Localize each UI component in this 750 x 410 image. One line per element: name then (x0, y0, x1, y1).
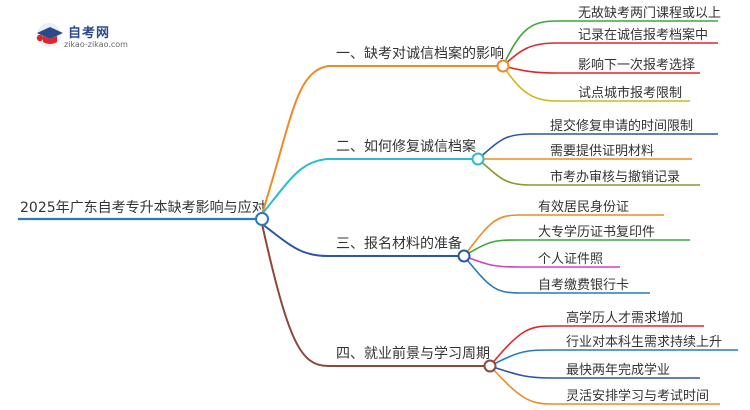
logo-name: 自考网 (68, 26, 111, 41)
branch-4-node (483, 359, 497, 373)
branch-1: 一、缺考对诚信档案的影响 无故缺考两门课程或以上 记录在诚信报考档案中 影响下一… (261, 6, 721, 215)
leaf-4-1-connector (489, 325, 704, 367)
leaf-4-1-label: 高学历人才需求增加 (566, 310, 683, 326)
branch-4-label: 四、就业前景与学习周期 (336, 345, 490, 362)
branch-3: 三、报名材料的准备 有效居民身份证 大专学历证书复印件 个人证件照 自考缴费银行… (261, 199, 690, 294)
branch-2-node (471, 152, 485, 166)
leaf-1-4-connector (502, 65, 690, 102)
branch-2-connector (261, 158, 472, 215)
leaf-1-1-connector (502, 20, 718, 67)
leaf-1-2-label: 记录在诚信报考档案中 (578, 28, 708, 43)
leaf-3-3-label: 个人证件照 (538, 252, 603, 267)
leaf-4-3-connector (489, 365, 700, 379)
branch-2: 二、如何修复诚信档案 提交修复申请的时间限制 需要提供证明材料 市考办审核与撤销… (261, 118, 718, 215)
leaf-2-2-label: 需要提供证明材料 (550, 143, 654, 159)
leaf-3-1-connector (463, 214, 664, 257)
leaf-4-4-label: 灵活安排学习与考试时间 (566, 388, 709, 404)
leaf-4-2-label: 行业对本科生需求持续上升 (566, 335, 722, 350)
leaf-2-3-label: 市考办审核与撤销记录 (550, 169, 680, 185)
branch-3-label: 三、报名材料的准备 (336, 235, 462, 252)
branch-1-node (496, 59, 510, 73)
branch-3-node (457, 249, 471, 263)
leaf-4-3-label: 最快两年完成学业 (566, 362, 670, 378)
logo-url: zikao-zikao.com (64, 40, 128, 49)
root-node (255, 212, 269, 226)
leaf-3-4-connector (463, 255, 650, 294)
leaf-3-3-connector (463, 255, 620, 268)
branch-4: 四、就业前景与学习周期 高学历人才需求增加 行业对本科生需求持续上升 最快两年完… (261, 223, 738, 405)
branch-2-label: 二、如何修复诚信档案 (336, 138, 476, 155)
root-label: 2025年广东自考专升本缺考影响与应对 (20, 199, 266, 216)
branch-1-connector (261, 65, 497, 215)
branch-3-connector (261, 223, 458, 257)
leaf-1-1-label: 无故缺考两门课程或以上 (578, 6, 721, 21)
leaf-4-4-connector (489, 365, 720, 405)
leaf-2-1-label: 提交修复申请的时间限制 (550, 118, 693, 134)
graduation-cap-icon (36, 23, 63, 47)
leaf-3-4-label: 自考缴费银行卡 (538, 278, 629, 293)
leaf-3-1-label: 有效居民身份证 (538, 199, 629, 215)
branch-4-connector (261, 223, 484, 367)
leaf-3-2-connector (463, 239, 690, 257)
leaf-2-1-connector (477, 133, 718, 160)
leaf-3-2-label: 大专学历证书复印件 (538, 224, 655, 240)
leaf-1-3-label: 影响下一次报考选择 (578, 57, 695, 73)
leaf-1-4-label: 试点城市报考限制 (578, 85, 682, 101)
leaf-1-2-connector (502, 42, 718, 67)
leaf-4-2-connector (489, 349, 738, 367)
branch-1-label: 一、缺考对诚信档案的影响 (336, 45, 504, 62)
leaf-2-3-connector (477, 158, 700, 186)
site-logo: 自考网 zikao-zikao.com (34, 20, 174, 54)
